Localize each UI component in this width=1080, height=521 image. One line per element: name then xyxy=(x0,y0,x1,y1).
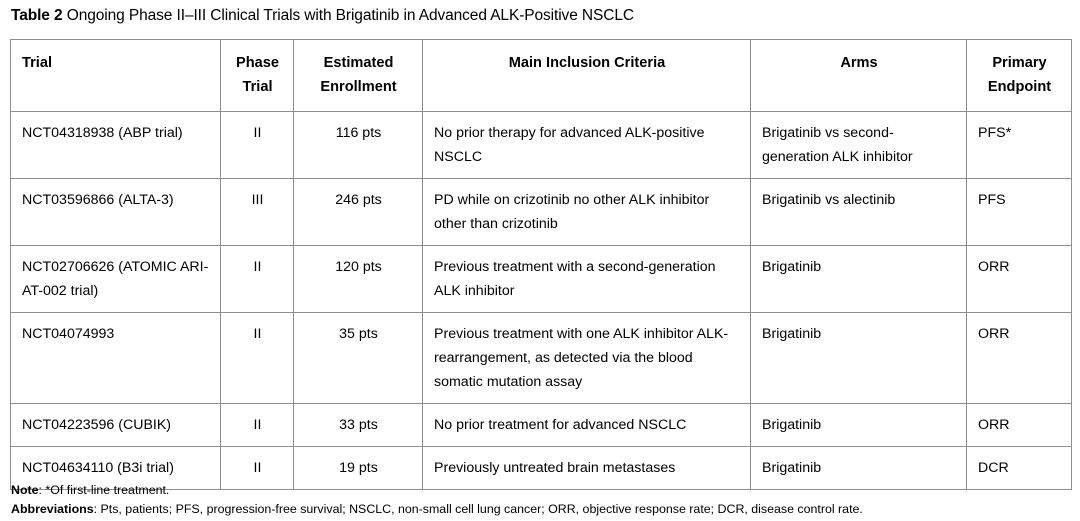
cell-endpoint: PFS* xyxy=(966,111,1072,179)
cell-criteria: No prior treatment for advanced NSCLC xyxy=(422,403,751,447)
cell-enrollment: 120 pts xyxy=(293,245,423,313)
table-caption-text: Ongoing Phase II–III Clinical Trials wit… xyxy=(62,7,634,24)
cell-enrollment: 246 pts xyxy=(293,178,423,246)
column-header-trial-label: Trial xyxy=(22,55,53,71)
column-header-criteria-label: Main Inclusion Criteria xyxy=(508,55,666,71)
table-caption-label: Table 2 xyxy=(11,7,63,24)
cell-criteria: PD while on crizotinib no other ALK inhi… xyxy=(422,178,751,246)
cell-criteria: No prior therapy for advanced ALK-positi… xyxy=(422,111,751,179)
table-row: NCT03596866 (ALTA-3) III 246 pts PD whil… xyxy=(10,178,1072,246)
column-header-enrollment-line1: Estimated xyxy=(323,55,394,71)
column-header-trial: Trial xyxy=(10,39,221,112)
cell-phase: II xyxy=(220,312,294,404)
table-footnotes: Note: *Of first-line treatment. Abbrevia… xyxy=(11,481,863,518)
cell-criteria: Previous treatment with one ALK inhibito… xyxy=(422,312,751,404)
cell-trial: NCT04074993 xyxy=(10,312,221,404)
table-row: NCT04318938 (ABP trial) II 116 pts No pr… xyxy=(10,111,1072,179)
cell-arms: Brigatinib xyxy=(750,245,967,313)
footnote-note-text: : *Of first-line treatment. xyxy=(38,483,170,497)
clinical-trials-table: Trial Phase Trial Estimated Enrollment M… xyxy=(10,39,1072,490)
cell-criteria: Previously untreated brain metastases xyxy=(422,446,751,490)
footnote-abbrev-text: : Pts, patients; PFS, progression-free s… xyxy=(93,501,863,516)
cell-arms: Brigatinib vs second-generation ALK inhi… xyxy=(750,111,967,179)
column-header-enrollment-line2: Enrollment xyxy=(320,79,397,95)
cell-enrollment: 116 pts xyxy=(293,111,423,179)
table-row: NCT04223596 (CUBIK) II 33 pts No prior t… xyxy=(10,403,1072,447)
footnote-note-label: Note xyxy=(11,483,39,497)
cell-endpoint: PFS xyxy=(966,178,1072,246)
cell-trial: NCT04318938 (ABP trial) xyxy=(10,111,221,179)
cell-trial: NCT04634110 (B3i trial) xyxy=(10,446,221,490)
table-caption: Table 2 Ongoing Phase II–III Clinical Tr… xyxy=(11,6,634,26)
column-header-phase-trial: Phase Trial xyxy=(220,39,294,112)
column-header-endpoint-line1: Primary xyxy=(992,55,1047,71)
cell-endpoint: ORR xyxy=(966,245,1072,313)
cell-arms: Brigatinib xyxy=(750,403,967,447)
cell-enrollment: 33 pts xyxy=(293,403,423,447)
column-header-endpoint-line2: Endpoint xyxy=(987,79,1052,95)
cell-endpoint: ORR xyxy=(966,312,1072,404)
column-header-phase-line2: Trial xyxy=(242,79,273,95)
cell-enrollment: 35 pts xyxy=(293,312,423,404)
column-header-arms: Arms xyxy=(750,39,967,112)
cell-phase: II xyxy=(220,446,294,490)
cell-arms: Brigatinib xyxy=(750,446,967,490)
table-row: NCT02706626 (ATOMIC ARI-AT-002 trial) II… xyxy=(10,245,1072,313)
footnote-abbrev-label: Abbreviations xyxy=(11,501,94,516)
cell-arms: Brigatinib xyxy=(750,312,967,404)
cell-trial: NCT02706626 (ATOMIC ARI-AT-002 trial) xyxy=(10,245,221,313)
column-header-estimated-enrollment: Estimated Enrollment xyxy=(293,39,423,112)
cell-trial: NCT04223596 (CUBIK) xyxy=(10,403,221,447)
cell-phase: II xyxy=(220,245,294,313)
cell-phase: II xyxy=(220,403,294,447)
cell-trial: NCT03596866 (ALTA-3) xyxy=(10,178,221,246)
table-row: NCT04634110 (B3i trial) II 19 pts Previo… xyxy=(10,446,1072,490)
cell-endpoint: ORR xyxy=(966,403,1072,447)
cell-endpoint: DCR xyxy=(966,446,1072,490)
cell-phase: II xyxy=(220,111,294,179)
column-header-phase-line1: Phase xyxy=(236,55,279,71)
column-header-arms-label: Arms xyxy=(840,55,878,71)
cell-arms: Brigatinib vs alectinib xyxy=(750,178,967,246)
footnote-abbreviations: Abbreviations: Pts, patients; PFS, progr… xyxy=(11,500,863,519)
column-header-main-inclusion-criteria: Main Inclusion Criteria xyxy=(422,39,751,112)
table-header-row: Trial Phase Trial Estimated Enrollment M… xyxy=(10,39,1072,112)
column-header-primary-endpoint: Primary Endpoint xyxy=(966,39,1072,112)
cell-criteria: Previous treatment with a second-generat… xyxy=(422,245,751,313)
table-row: NCT04074993 II 35 pts Previous treatment… xyxy=(10,312,1072,404)
cell-phase: III xyxy=(220,178,294,246)
footnote-note: Note: *Of first-line treatment. xyxy=(11,481,863,500)
